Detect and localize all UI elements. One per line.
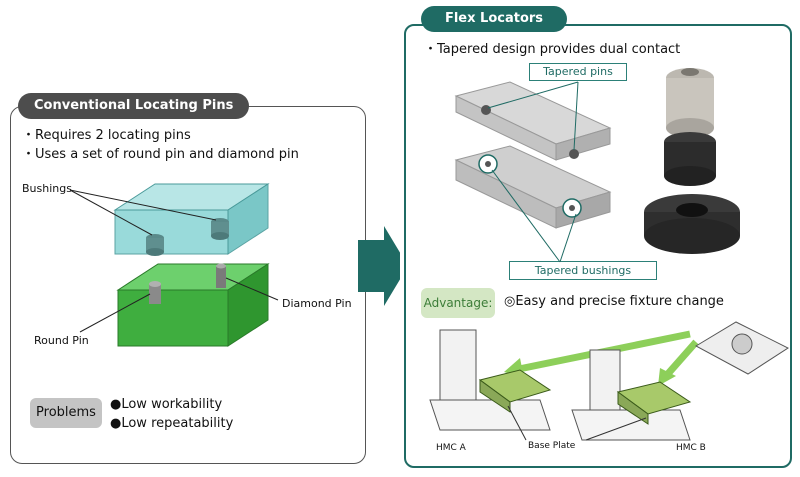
problem-item-1: ●Low workability: [110, 397, 223, 412]
tapered-bushings-label: Tapered bushings: [509, 261, 657, 280]
round-pin-label: Round Pin: [34, 334, 89, 347]
flex-bullet: ・Tapered design provides dual contact: [424, 42, 681, 57]
tapered-pins-label: Tapered pins: [529, 63, 627, 81]
flex-illustration: [429, 68, 790, 441]
hmc-a-machine: [439, 329, 477, 401]
hmc-a-label: HMC A: [436, 443, 466, 453]
problem-item-2: ●Low repeatability: [110, 416, 234, 431]
tapered-pin-2: [569, 149, 579, 159]
conventional-title: Conventional Locating Pins: [18, 93, 250, 119]
base-plate-label: Base Plate: [528, 441, 576, 451]
conventional-bullet-2: ・Uses a set of round pin and diamond pin: [22, 147, 299, 162]
hmc-b-machine: [589, 349, 621, 411]
conventional-illustration: [69, 183, 400, 347]
diamond-pin-label: Diamond Pin: [282, 297, 352, 310]
conventional-bullet-1: ・Requires 2 locating pins: [22, 128, 191, 143]
flex-title: Flex Locators: [421, 6, 567, 32]
advantage-text: ◎Easy and precise fixture change: [504, 294, 724, 309]
diamond-pin: [216, 266, 226, 288]
hmc-b-label: HMC B: [676, 443, 706, 453]
round-pin: [149, 284, 161, 304]
transition-arrow: [358, 226, 400, 306]
bushings-label: Bushings: [22, 182, 72, 195]
problems-badge: Problems: [30, 398, 102, 428]
arrow-to-hmc-b: [663, 339, 699, 379]
advantage-badge: Advantage:: [421, 288, 495, 318]
flex-panel: [404, 24, 792, 468]
tapered-pin-1: [481, 105, 491, 115]
